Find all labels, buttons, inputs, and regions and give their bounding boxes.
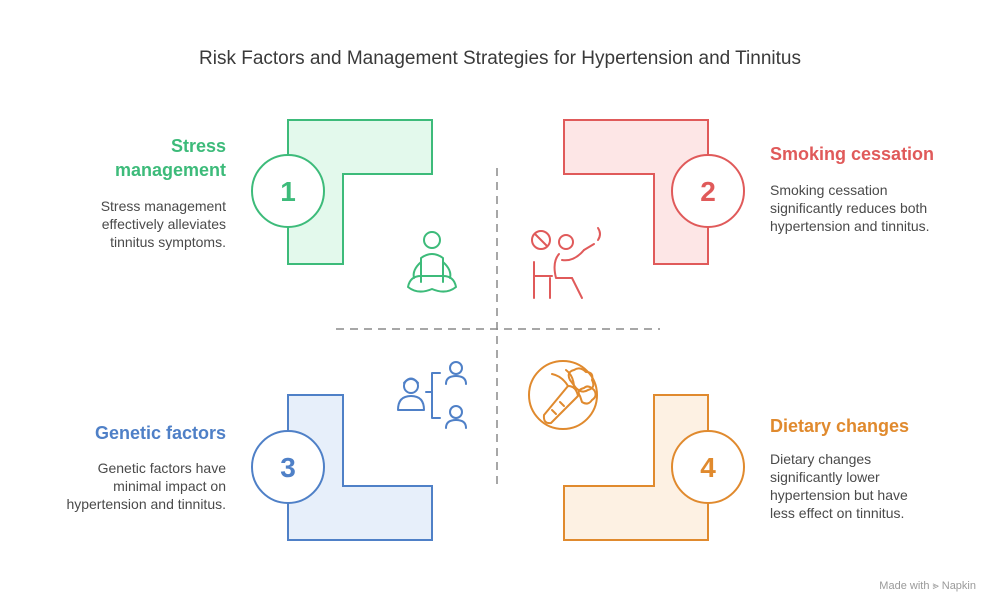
quadrant-4-number: 4	[700, 452, 716, 483]
quadrant-3-description: Genetic factors have minimal impact on h…	[66, 460, 226, 512]
quadrant-1-description: Stress management effectively alleviates…	[100, 198, 226, 250]
quadrant-1-badge	[251, 154, 325, 228]
quadrant-2-badge	[671, 154, 745, 228]
family-tree-icon	[397, 361, 467, 429]
quadrant-4-description: Dietary changes significantly lower hype…	[770, 451, 908, 521]
quadrant-2-description: Smoking cessation significantly reduces …	[770, 182, 930, 234]
quadrant-2-shape	[563, 119, 709, 265]
quadrant-3-heading: Genetic factors	[94, 423, 226, 443]
diagram-title: Risk Factors and Management Strategies f…	[199, 48, 801, 69]
quadrant-3-badge	[251, 430, 325, 504]
vegetables-icon	[528, 360, 598, 430]
quadrant-2-number: 2	[700, 176, 716, 207]
quadrant-3-number: 3	[280, 452, 296, 483]
quadrant-4-shape	[563, 394, 709, 541]
quadrant-2-heading: Smoking cessation	[770, 144, 935, 164]
quadrant-1-shape	[287, 119, 433, 265]
quadrant-4-badge	[671, 430, 745, 504]
quadrant-1-number: 1	[280, 176, 296, 207]
napkin-credit: Made with ⪢ Napkin	[879, 580, 976, 592]
quadrant-3-shape	[287, 394, 433, 541]
quadrant-1-heading: Stress management	[114, 136, 226, 180]
no-smoking-icon	[531, 227, 601, 299]
meditation-icon	[407, 231, 457, 293]
quadrant-4-heading: Dietary changes	[770, 416, 910, 436]
